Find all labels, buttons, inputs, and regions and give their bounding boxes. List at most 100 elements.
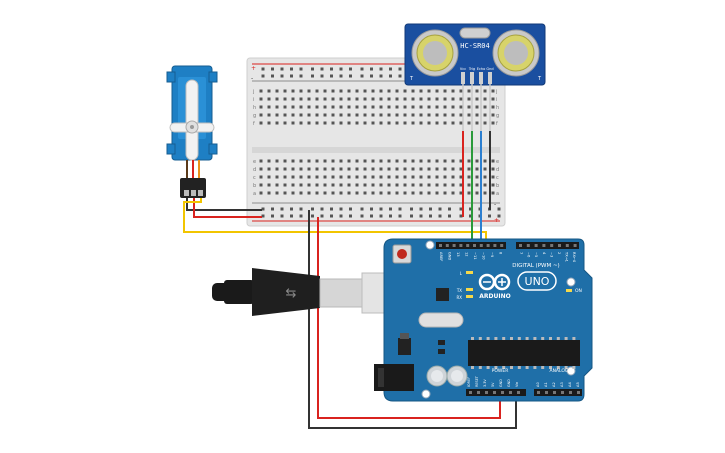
- rail-hole[interactable]: [311, 214, 314, 218]
- rail-hole[interactable]: [320, 74, 324, 78]
- breadboard-hole[interactable]: [275, 89, 279, 93]
- rail-hole[interactable]: [290, 207, 293, 211]
- breadboard-hole[interactable]: [371, 121, 375, 125]
- breadboard-hole[interactable]: [307, 113, 311, 117]
- rail-hole[interactable]: [330, 207, 333, 211]
- breadboard-hole[interactable]: [323, 175, 327, 179]
- breadboard-hole[interactable]: [491, 89, 495, 93]
- header-pin[interactable]: [573, 244, 577, 247]
- breadboard-hole[interactable]: [363, 183, 367, 187]
- breadboard-hole[interactable]: [291, 105, 295, 109]
- breadboard-hole[interactable]: [467, 191, 471, 195]
- breadboard-hole[interactable]: [435, 159, 439, 163]
- rail-hole[interactable]: [280, 214, 284, 218]
- rail-hole[interactable]: [459, 214, 463, 218]
- breadboard-hole[interactable]: [259, 97, 263, 101]
- breadboard-hole[interactable]: [323, 191, 327, 195]
- rail-hole[interactable]: [320, 214, 324, 218]
- header-pin[interactable]: [485, 391, 488, 394]
- breadboard-hole[interactable]: [411, 183, 415, 187]
- rail-hole[interactable]: [497, 207, 501, 211]
- rail-hole[interactable]: [280, 67, 284, 71]
- breadboard-hole[interactable]: [331, 105, 335, 109]
- breadboard-hole[interactable]: [339, 183, 343, 187]
- rail-hole[interactable]: [360, 74, 364, 78]
- breadboard-hole[interactable]: [379, 105, 383, 109]
- breadboard-hole[interactable]: [267, 105, 271, 109]
- rail-hole[interactable]: [339, 74, 343, 78]
- header-pin[interactable]: [558, 244, 561, 247]
- rail-hole[interactable]: [360, 214, 364, 218]
- breadboard-hole[interactable]: [275, 121, 279, 125]
- breadboard-hole[interactable]: [483, 121, 487, 125]
- breadboard-hole[interactable]: [379, 113, 383, 117]
- breadboard-hole[interactable]: [451, 113, 455, 117]
- breadboard-hole[interactable]: [347, 175, 351, 179]
- breadboard-hole[interactable]: [307, 191, 311, 195]
- sensor-pin[interactable]: [461, 72, 465, 84]
- header-pin[interactable]: [542, 244, 546, 247]
- rail-hole[interactable]: [320, 67, 324, 71]
- breadboard-hole[interactable]: [403, 183, 407, 187]
- breadboard-hole[interactable]: [307, 183, 311, 187]
- breadboard-hole[interactable]: [355, 113, 359, 117]
- breadboard-hole[interactable]: [307, 167, 311, 171]
- breadboard-hole[interactable]: [315, 191, 319, 195]
- breadboard-hole[interactable]: [435, 121, 439, 125]
- rail-hole[interactable]: [349, 214, 352, 218]
- breadboard-hole[interactable]: [379, 175, 383, 179]
- breadboard-hole[interactable]: [387, 105, 391, 109]
- breadboard-hole[interactable]: [307, 105, 311, 109]
- breadboard-hole[interactable]: [419, 121, 423, 125]
- rail-hole[interactable]: [448, 207, 451, 211]
- breadboard-hole[interactable]: [427, 191, 431, 195]
- header-pin[interactable]: [452, 244, 456, 247]
- rail-hole[interactable]: [389, 207, 392, 211]
- breadboard-hole[interactable]: [275, 191, 279, 195]
- breadboard-hole[interactable]: [267, 113, 271, 117]
- breadboard-hole[interactable]: [283, 105, 287, 109]
- breadboard-hole[interactable]: [371, 167, 375, 171]
- breadboard-hole[interactable]: [467, 175, 471, 179]
- rail-hole[interactable]: [290, 67, 293, 71]
- breadboard-hole[interactable]: [475, 121, 479, 125]
- breadboard-hole[interactable]: [355, 121, 359, 125]
- breadboard-hole[interactable]: [451, 183, 455, 187]
- breadboard-hole[interactable]: [283, 159, 287, 163]
- breadboard-hole[interactable]: [291, 175, 295, 179]
- breadboard-hole[interactable]: [419, 97, 423, 101]
- breadboard-hole[interactable]: [315, 89, 319, 93]
- breadboard-hole[interactable]: [315, 105, 319, 109]
- rail-hole[interactable]: [429, 207, 432, 211]
- breadboard-hole[interactable]: [315, 121, 319, 125]
- header-pin[interactable]: [519, 244, 522, 247]
- breadboard-hole[interactable]: [283, 183, 287, 187]
- breadboard-hole[interactable]: [283, 113, 287, 117]
- breadboard-hole[interactable]: [347, 191, 351, 195]
- breadboard-hole[interactable]: [483, 167, 487, 171]
- breadboard-hole[interactable]: [443, 159, 447, 163]
- header-pin[interactable]: [537, 391, 540, 394]
- breadboard-hole[interactable]: [483, 191, 487, 195]
- breadboard-hole[interactable]: [291, 167, 295, 171]
- sensor-pin[interactable]: [479, 72, 483, 84]
- rail-hole[interactable]: [389, 74, 392, 78]
- breadboard-hole[interactable]: [475, 113, 479, 117]
- breadboard-hole[interactable]: [315, 175, 319, 179]
- header-pin[interactable]: [550, 244, 554, 247]
- breadboard-hole[interactable]: [323, 97, 327, 101]
- breadboard-hole[interactable]: [323, 121, 327, 125]
- rail-hole[interactable]: [469, 214, 472, 218]
- breadboard-hole[interactable]: [427, 105, 431, 109]
- rail-hole[interactable]: [299, 67, 303, 71]
- breadboard-hole[interactable]: [331, 175, 335, 179]
- breadboard-hole[interactable]: [291, 159, 295, 163]
- breadboard-hole[interactable]: [475, 105, 479, 109]
- breadboard-hole[interactable]: [323, 105, 327, 109]
- header-pin[interactable]: [466, 244, 470, 247]
- breadboard-hole[interactable]: [459, 191, 463, 195]
- breadboard-hole[interactable]: [435, 183, 439, 187]
- breadboard-hole[interactable]: [299, 175, 303, 179]
- rail-hole[interactable]: [448, 214, 451, 218]
- breadboard-hole[interactable]: [443, 89, 447, 93]
